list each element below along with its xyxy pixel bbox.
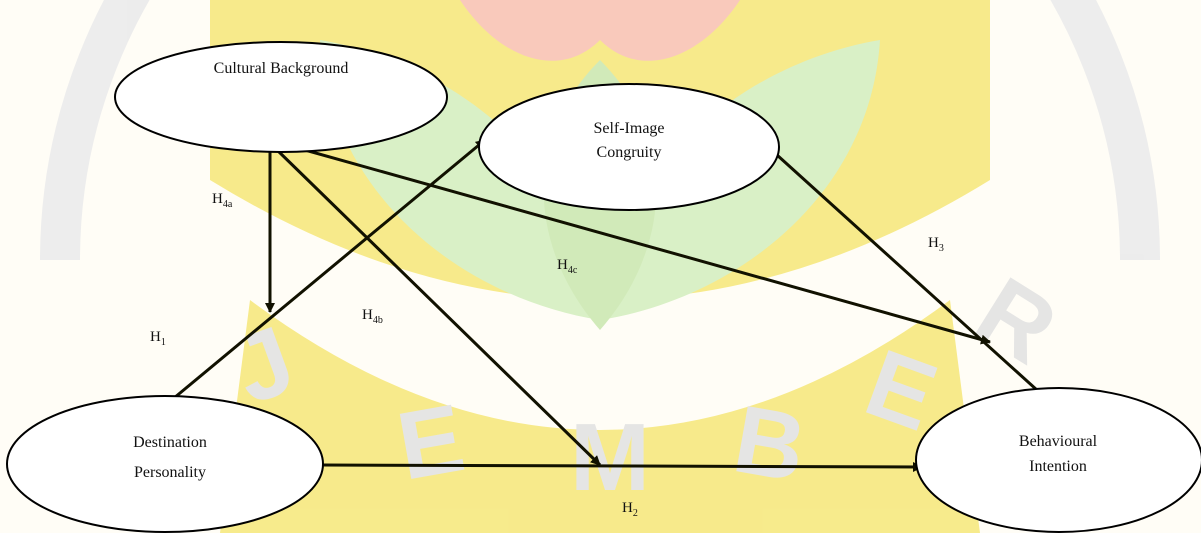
watermark-gold-lower xyxy=(220,300,980,533)
arrow-h3-self-image-to-behavioural xyxy=(775,153,1050,402)
watermark-arc xyxy=(40,0,1160,261)
node-destination-personality: Destination Personality xyxy=(6,395,324,533)
label-h4a: H4a xyxy=(212,191,233,210)
label-h4a-main: H xyxy=(212,191,223,207)
node-cultural-background: Cultural Background xyxy=(114,41,448,153)
label-h2-main: H xyxy=(622,500,633,516)
node-label-line1: Behavioural xyxy=(1019,433,1098,450)
node-label-line2: Intention xyxy=(1029,458,1087,475)
label-h3: H3 xyxy=(928,235,944,254)
arrows xyxy=(167,138,1050,472)
label-h4b: H4b xyxy=(362,307,383,326)
label-h4b-sub: 4b xyxy=(373,315,383,326)
node-label: Cultural Background xyxy=(214,60,349,77)
node-label-line2: Congruity xyxy=(597,144,662,161)
arrow-h4b-cultural-to-h2-path xyxy=(273,146,602,467)
node-label-line1: Destination xyxy=(133,434,207,451)
node-self-image-congruity: Self-Image Congruity xyxy=(478,83,780,211)
arrow-h1-destination-to-self-image xyxy=(167,138,486,405)
arrow-h2-destination-to-behavioural xyxy=(321,461,923,472)
label-h1-sub: 1 xyxy=(161,337,166,348)
node-label-line1: Self-Image xyxy=(593,120,664,137)
label-h4c-main: H xyxy=(557,257,568,273)
label-h4b-main: H xyxy=(362,307,373,323)
label-h2-sub: 2 xyxy=(633,508,638,519)
label-h3-sub: 3 xyxy=(939,243,944,254)
watermark-flame xyxy=(460,0,740,61)
label-h2: H2 xyxy=(622,500,638,519)
node-label-line2: Personality xyxy=(134,464,206,481)
node-behavioural-intention: Behavioural Intention xyxy=(915,387,1201,533)
label-h4c: H4c xyxy=(557,257,578,276)
watermark-letter: M xyxy=(570,404,650,511)
label-h1-main: H xyxy=(150,329,161,345)
watermark-letter: R xyxy=(959,257,1074,384)
label-h1: H1 xyxy=(150,329,166,348)
node-ellipse xyxy=(114,41,448,153)
label-h4c-sub: 4c xyxy=(568,265,578,276)
node-ellipse xyxy=(478,83,780,211)
hypothesis-labels: H4a H1 H4b H4c H3 H2 xyxy=(150,191,944,519)
label-h4a-sub: 4a xyxy=(223,199,233,210)
node-ellipse xyxy=(915,387,1201,533)
node-ellipse xyxy=(6,395,324,533)
arrow-h4c-cultural-to-h3-path xyxy=(286,143,991,345)
label-h3-main: H xyxy=(928,235,939,251)
